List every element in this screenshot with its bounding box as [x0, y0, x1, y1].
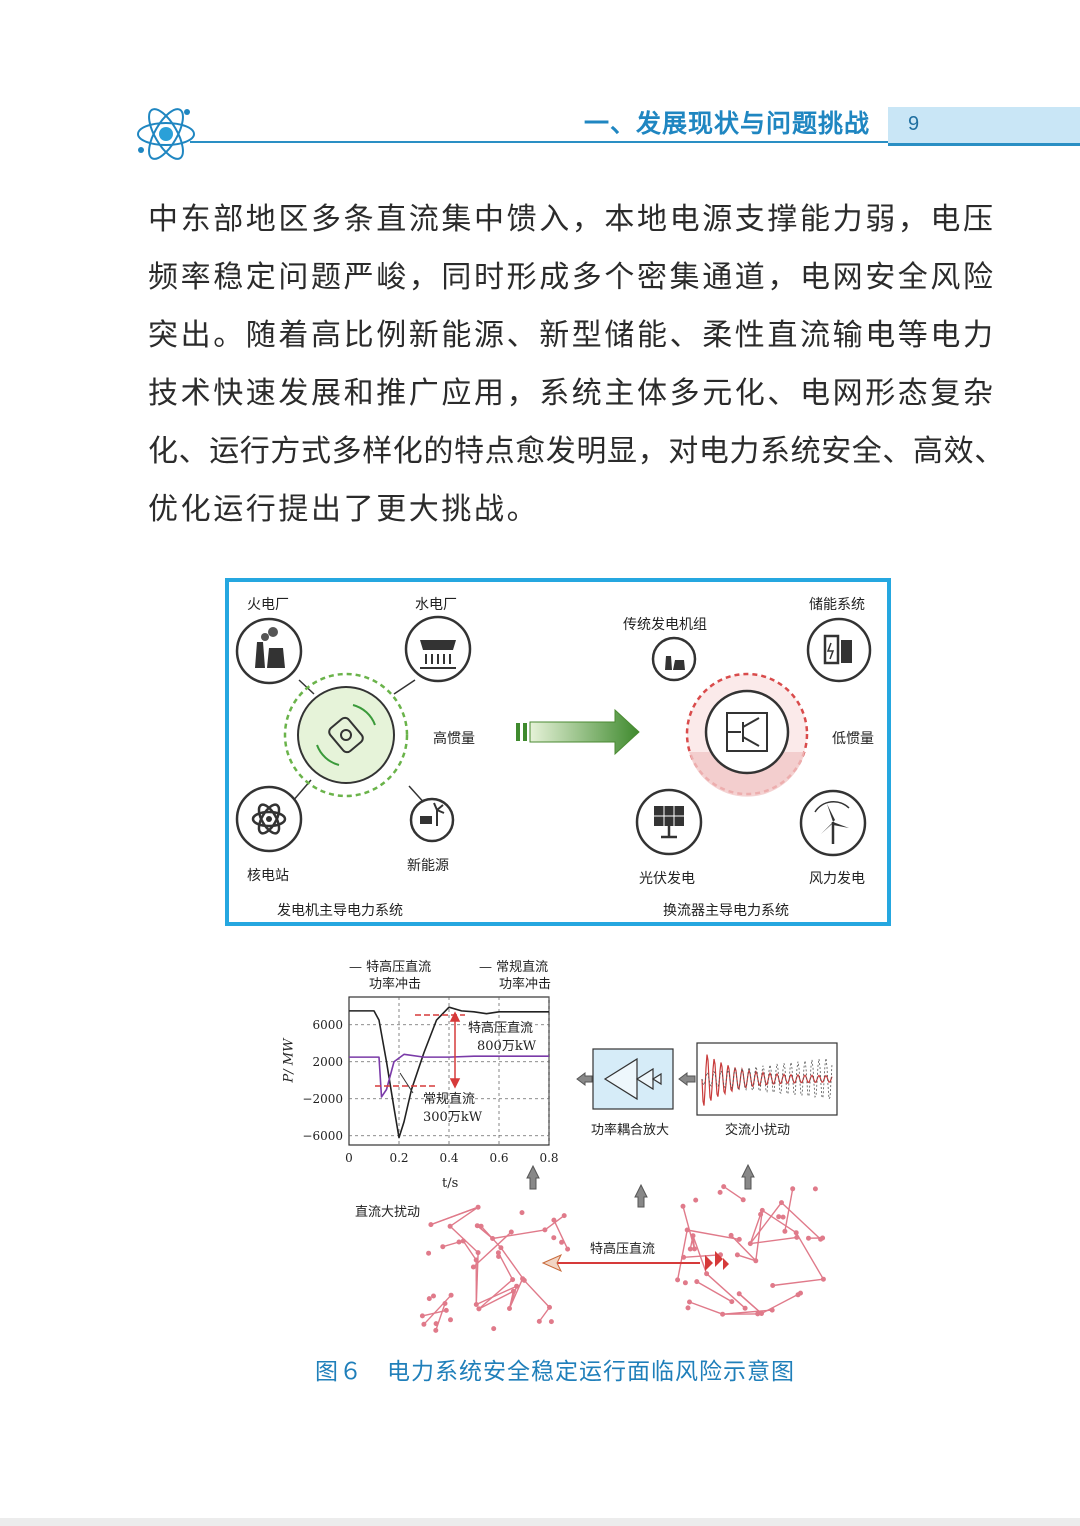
figure-power-systems: 火电厂 水电厂 高惯量 核电站 新能源 发电机主导电力系统 传统发电机组 储能系… [225, 578, 891, 926]
amplifier-label: 功率耦合放大 [591, 1123, 670, 1138]
converter-hub [704, 689, 790, 775]
high-inertia-ring [283, 672, 409, 798]
y-tick-label: 2000 [312, 1055, 343, 1069]
rectifier-icon [705, 1251, 729, 1271]
flow-arrows [526, 1072, 755, 1208]
x-tick-label: 0.4 [439, 1151, 458, 1165]
annot-conv-line2: 300万kW [423, 1110, 483, 1125]
solar-panel-icon [635, 788, 703, 856]
label-solar: 光伏发电 [639, 871, 695, 887]
hydro-plant-icon [404, 615, 472, 683]
x-axis-label: t/s [442, 1176, 459, 1191]
chart-ticks: 0 0.2 0.4 0.6 0.8 6000 2000 −2000 −6000 [302, 1018, 558, 1165]
section-title: 一、发展现状与问题挑战 [583, 109, 870, 138]
amplifier-icon [592, 1048, 674, 1110]
dc-disturbance-label: 直流大扰动 [355, 1205, 421, 1220]
legend-conv-line1: — 常规直流 [479, 960, 549, 975]
thermal-plant-icon [235, 617, 303, 685]
legend-conv-line2: 功率冲击 [499, 977, 552, 992]
label-traditional: 传统发电机组 [623, 617, 707, 633]
wind-turbine-icon [799, 789, 867, 857]
x-tick-label: 0.2 [389, 1151, 408, 1165]
label-renewable: 新能源 [407, 858, 449, 874]
page-number: 9 [908, 113, 920, 135]
series-line [349, 1053, 549, 1098]
label-high-inertia: 高惯量 [433, 731, 475, 747]
body-line-6: 优化运行提出了更大挑战。 [148, 492, 540, 527]
impact-arrow [449, 1011, 461, 1089]
page-bottom-bar [0, 1518, 1080, 1526]
uhv-link-label: 特高压直流 [590, 1242, 656, 1257]
chart-grid [349, 997, 550, 1145]
y-tick-label: −6000 [302, 1129, 343, 1143]
small-disturbance-label: 交流小扰动 [725, 1123, 791, 1138]
page-number-box [888, 107, 1080, 146]
x-tick-label: 0.8 [539, 1151, 558, 1165]
grid-map-left [419, 1204, 571, 1333]
label-low-inertia: 低惯量 [832, 731, 874, 747]
renewable-icon [409, 797, 455, 843]
annot-uhv-line1: 特高压直流 [468, 1021, 534, 1036]
annot-conv-line1: 常规直流 [423, 1092, 476, 1107]
rotor-icon [316, 704, 376, 766]
label-generator-system: 发电机主导电力系统 [277, 903, 403, 919]
storage-icon [806, 617, 872, 683]
body-line-1: 中东部地区多条直流集中馈入，本地电源支撑能力弱，电压 [148, 202, 996, 237]
label-wind: 风力发电 [809, 871, 865, 887]
y-tick-label: −2000 [302, 1092, 343, 1106]
series-line [349, 1006, 549, 1139]
figure-power-systems-art [235, 615, 872, 857]
body-line-4: 技术快速发展和推广应用，系统主体多元化、电网形态复杂 [148, 376, 996, 411]
body-line-3: 突出。随着高比例新能源、新型储能、柔性直流输电等电力 [148, 318, 996, 353]
y-tick-label: 6000 [312, 1018, 343, 1032]
body-line-2: 频率稳定问题严峻，同时形成多个密集通道，电网安全风险 [148, 260, 996, 295]
inverter-icon [541, 1253, 563, 1273]
traditional-generator-icon [651, 636, 697, 682]
atom-icon [137, 108, 195, 160]
figure-dc-disturbance: 0 0.2 0.4 0.6 0.8 6000 2000 −2000 −6000 [265, 945, 845, 1335]
chart-series [349, 1006, 549, 1139]
transistor-icon [726, 712, 768, 752]
label-converter-system: 换流器主导电力系统 [663, 903, 789, 919]
body-line-5: 化、运行方式多样化的特点愈发明显，对电力系统安全、高效、 [148, 434, 1005, 469]
figure-caption: 图６ 电力系统安全稳定运行面临风险示意图 [315, 1359, 795, 1385]
annot-uhv-line2: 800万kW [477, 1039, 537, 1054]
figure-dc-art: 0 0.2 0.4 0.6 0.8 6000 2000 −2000 −6000 [302, 996, 838, 1333]
generator-hub [297, 686, 395, 784]
legend-uhv-line1: — 特高压直流 [349, 960, 432, 975]
oscillation-plot [696, 1042, 838, 1116]
x-tick-label: 0 [345, 1151, 353, 1165]
label-thermal: 火电厂 [247, 597, 289, 613]
header-rule [190, 141, 890, 143]
label-nuclear: 核电站 [247, 868, 289, 884]
legend-uhv-line2: 功率冲击 [369, 977, 422, 992]
x-tick-label: 0.6 [489, 1151, 508, 1165]
nuclear-plant-icon [235, 785, 303, 853]
label-storage: 储能系统 [809, 597, 865, 613]
label-hydro: 水电厂 [415, 597, 457, 613]
transition-arrow-icon [516, 708, 640, 756]
grid-map-right [675, 1184, 826, 1317]
y-axis-label: P/ MW [281, 1038, 297, 1083]
